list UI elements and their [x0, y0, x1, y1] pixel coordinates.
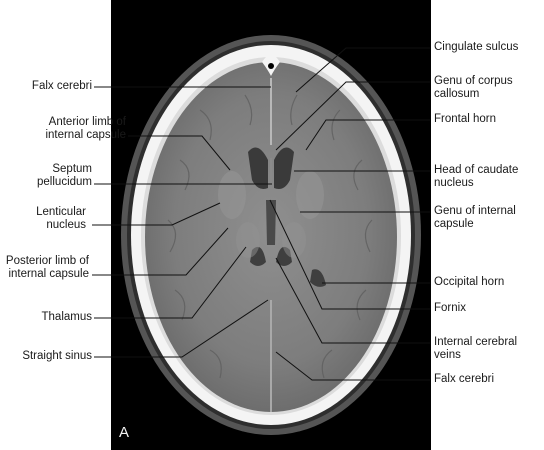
label-straight-sinus: Straight sinus [22, 350, 92, 362]
label-posterior-limb: Posterior limb of internal capsule [5, 255, 89, 280]
label-lenticular-nucleus: Lenticular nucleus [36, 206, 86, 231]
label-thalamus: Thalamus [41, 311, 93, 323]
label-septum-pellucidum: Septum pellucidum [37, 163, 92, 188]
label-cingulate-sulcus: Cingulate sulcus [434, 41, 519, 53]
label-anterior-limb: Anterior limb of internal capsule [45, 116, 126, 141]
label-falx-cerebri-left: Falx cerebri [31, 80, 92, 92]
label-genu-corpus-callosum: Genu of corpus callosum [434, 75, 513, 100]
panel-letter: A [119, 424, 130, 441]
leader-lines [92, 47, 430, 381]
label-occipital-horn: Occipital horn [434, 276, 505, 288]
label-genu-internal-capsule: Genu of internal capsule [434, 205, 516, 230]
label-head-caudate: Head of caudate nucleus [434, 164, 519, 189]
frontal-horns [248, 147, 294, 189]
label-falx-cerebri-right: Falx cerebri [434, 373, 495, 385]
label-frontal-horn: Frontal horn [434, 113, 497, 125]
label-fornix: Fornix [434, 302, 466, 314]
sulci [167, 94, 373, 379]
label-internal-cerebral-veins: Internal cerebral veins [434, 336, 518, 361]
